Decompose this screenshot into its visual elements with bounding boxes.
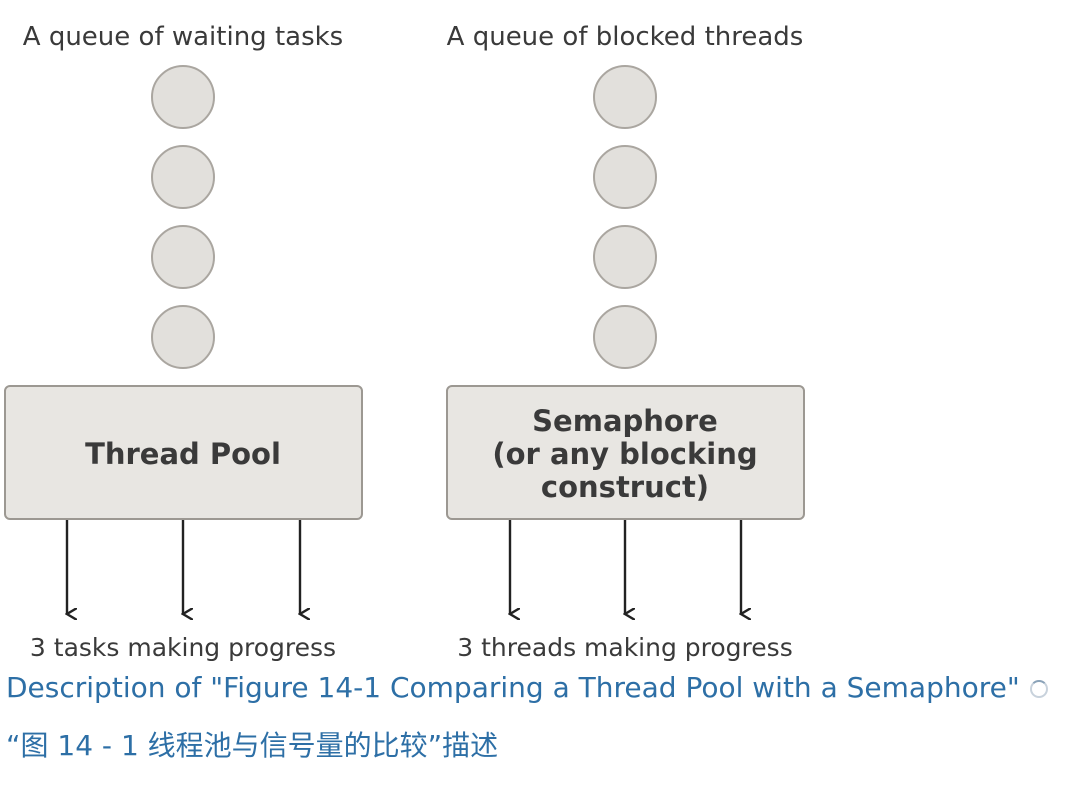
thread-pool-box xyxy=(4,385,363,520)
figure-description-text[interactable]: Description of "Figure 14-1 Comparing a … xyxy=(6,671,1020,704)
diagram-svg: A queue of waiting tasks Thread Pool 3 t… xyxy=(4,22,805,662)
left-panel-heading: A queue of waiting tasks xyxy=(23,22,343,52)
figure: A queue of waiting tasks Thread Pool 3 t… xyxy=(4,22,805,662)
figure-description-link[interactable]: Description of "Figure 14-1 Comparing a … xyxy=(6,668,1048,708)
semaphore-box xyxy=(446,385,805,520)
waiting-task-circle xyxy=(151,65,215,129)
right-arrows xyxy=(510,520,741,614)
right-queue xyxy=(593,65,657,369)
right-panel-footer: 3 threads making progress xyxy=(457,633,792,662)
left-arrows xyxy=(67,520,300,614)
waiting-task-circle xyxy=(151,225,215,289)
left-panel-footer: 3 tasks making progress xyxy=(30,633,336,662)
figure-description-link-zh[interactable]: “图 14 - 1 线程池与信号量的比较”描述 xyxy=(6,724,498,768)
figure-description-text-zh[interactable]: “图 14 - 1 线程池与信号量的比较”描述 xyxy=(6,729,499,762)
semaphore-label-line-3: construct) xyxy=(541,470,709,504)
blocked-thread-circle xyxy=(593,305,657,369)
blocked-thread-circle xyxy=(593,225,657,289)
thread-pool-label: Thread Pool xyxy=(85,437,281,471)
waiting-task-circle xyxy=(151,145,215,209)
semaphore-label-line-2: (or any blocking xyxy=(492,437,757,471)
semaphore-label-line-1: Semaphore xyxy=(532,404,718,438)
loading-spinner-icon xyxy=(1029,680,1048,698)
left-queue xyxy=(151,65,215,369)
waiting-task-circle xyxy=(151,305,215,369)
right-panel-heading: A queue of blocked threads xyxy=(447,22,804,52)
blocked-thread-circle xyxy=(593,145,657,209)
blocked-thread-circle xyxy=(593,65,657,129)
